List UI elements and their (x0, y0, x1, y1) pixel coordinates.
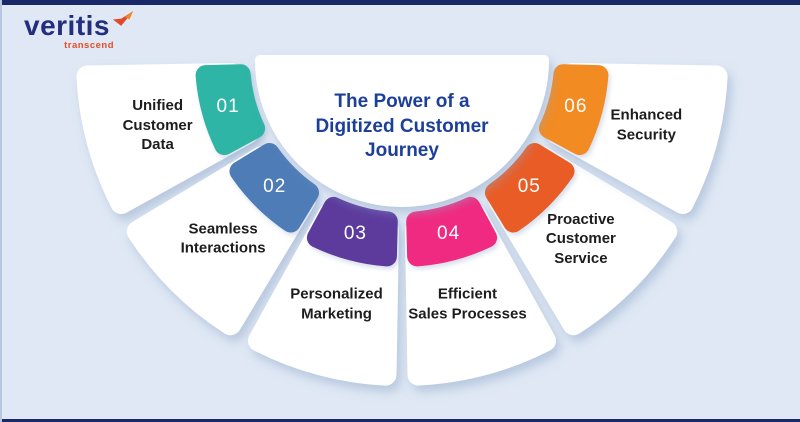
bottom-border (2, 419, 800, 422)
logo-tagline: transcend (64, 40, 114, 51)
pieces-layer (195, 64, 609, 267)
veritis-logo-text: veritis (24, 10, 110, 41)
segment-arc-06 (538, 64, 609, 156)
bird-swoosh-icon (112, 11, 134, 26)
segment-arc-02 (229, 143, 319, 233)
logo-row: veritis (24, 10, 134, 41)
segment-arc-05 (485, 143, 575, 233)
segment-arc-04 (406, 196, 498, 267)
segment-arc-01 (195, 64, 266, 156)
veritis-logo: veritis transcend (24, 10, 134, 51)
top-border (2, 0, 800, 5)
segment-arc-03 (306, 196, 398, 267)
center-disc (255, 55, 549, 207)
